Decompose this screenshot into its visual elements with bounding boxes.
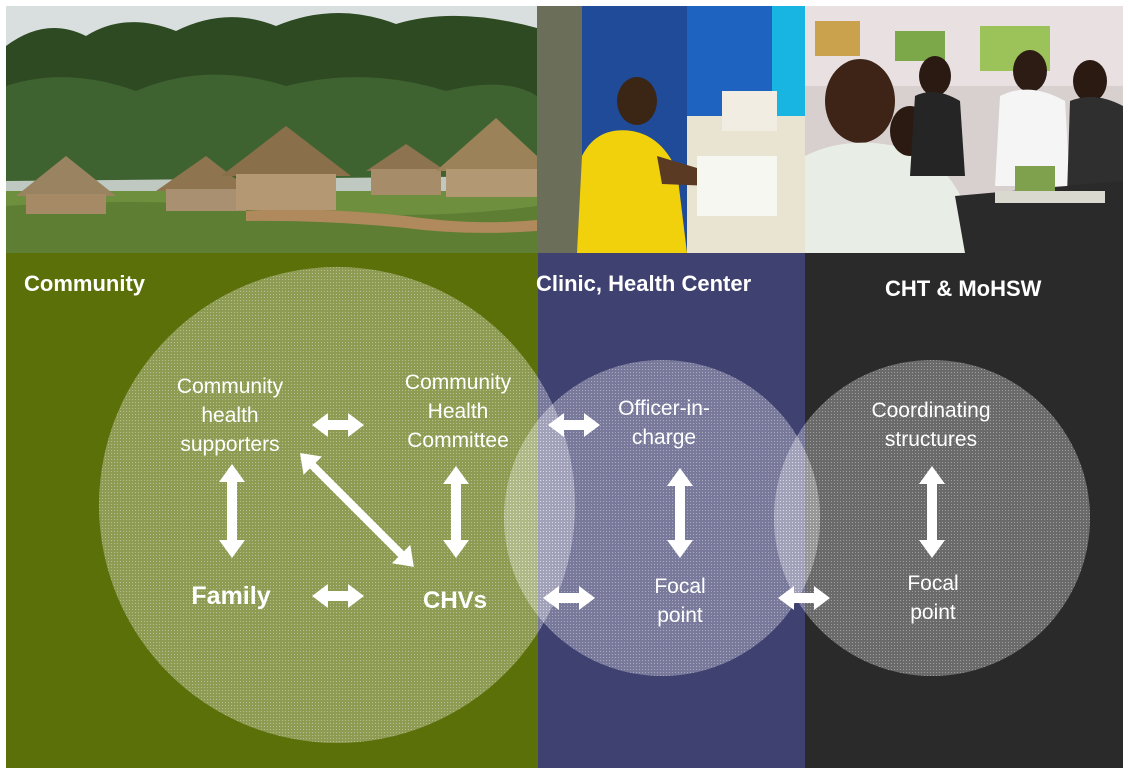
coordinating-structures-label: Coordinating structures [871, 399, 991, 451]
clinic-title: Clinic, Health Center [536, 271, 752, 296]
family-label: Family [191, 582, 271, 610]
cht-title: CHT & MoHSW [885, 276, 1042, 301]
community-health-committee-label: Community Health Committee [404, 371, 512, 452]
community-health-supporters-label: Community health supporters [176, 375, 284, 456]
clinic-worker-photo [537, 6, 805, 253]
meeting-photo [805, 6, 1123, 253]
arrow-committee-chvs [443, 466, 469, 558]
village-photo [6, 6, 537, 253]
cht-focal-point-label: Focal point [907, 572, 959, 624]
arrow-supporters-family [219, 464, 245, 558]
chvs-label: CHVs [422, 587, 488, 614]
community-title: Community [24, 271, 145, 296]
officer-in-charge-label: Officer-in- charge [618, 397, 710, 449]
arrow-coordinating-focal [919, 466, 945, 558]
community-circle [99, 267, 575, 743]
clinic-focal-point-label: Focal point [654, 575, 706, 627]
arrow-officer-focal [667, 468, 693, 558]
arrow-supporters-chvs [300, 453, 414, 567]
